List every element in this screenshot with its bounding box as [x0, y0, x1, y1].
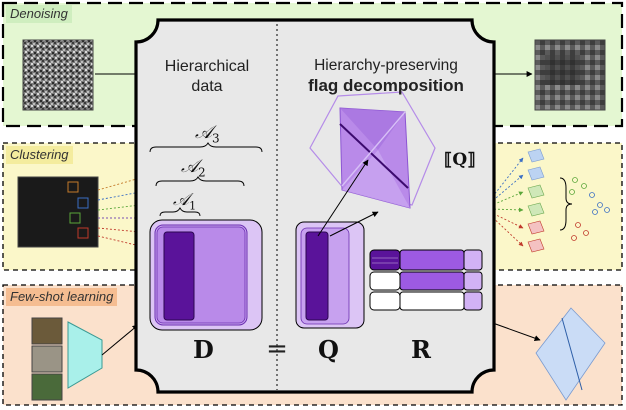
cluster-flag-glyphs: [527, 148, 545, 253]
q-to-flag-arrow-2: [329, 211, 379, 237]
set-braces: [149, 141, 263, 217]
clustering-tag: Clustering: [6, 146, 73, 164]
set-subscript: 2: [198, 165, 206, 180]
support-image-1: [31, 317, 63, 345]
cluster-in-arrows: [97, 177, 141, 247]
set-subscript: 1: [189, 199, 197, 213]
flag-label: ⟦Q⟧: [444, 150, 476, 170]
matrix-D-label: D: [193, 335, 214, 364]
matrix-Q-label: Q: [318, 335, 339, 364]
fewshot-out-arrow: [489, 321, 541, 341]
encoder-trapezoid: [67, 321, 103, 389]
cluster-dots: [569, 177, 610, 241]
support-image-3: [31, 373, 63, 401]
hierarchical-data-title: Hierarchical data: [140, 57, 274, 97]
set-A1-label: 𝒜1: [173, 190, 196, 212]
denoising-tag: Denoising: [6, 5, 72, 23]
set-symbol: 𝒜: [181, 156, 199, 177]
cluster-brace: [559, 177, 573, 231]
set-symbol: 𝒜: [173, 190, 190, 210]
fewshot-tag: Few-shot learning: [6, 288, 118, 306]
title-line-2: data: [191, 78, 223, 95]
matrix-D-dark-column: [163, 231, 195, 321]
matrix-R: [369, 249, 483, 311]
matrix-R-label: R: [411, 335, 431, 364]
clustering-image: [17, 176, 99, 248]
noisy-image: [22, 39, 94, 111]
equals-sign: =: [266, 334, 288, 364]
fewshot-in-arrow: [101, 324, 139, 356]
title-line-2: flag decomposition: [308, 76, 464, 95]
set-subscript: 3: [212, 131, 220, 146]
flag-manifold-glyph: [309, 91, 436, 209]
set-A3-label: 𝒜3: [195, 122, 220, 146]
flag-decomposition-title: Hierarchy-preserving flag decomposition: [280, 56, 492, 96]
set-A2-label: 𝒜2: [181, 156, 206, 180]
title-line-1: Hierarchy-preserving: [314, 57, 458, 74]
q-to-flag-arrow-1: [317, 159, 369, 237]
title-line-1: Hierarchical: [164, 58, 250, 75]
matrix-Q-dark-column: [305, 231, 329, 321]
support-image-2: [31, 345, 63, 373]
set-symbol: 𝒜: [195, 122, 213, 143]
fewshot-flag-glyph: [535, 307, 606, 401]
